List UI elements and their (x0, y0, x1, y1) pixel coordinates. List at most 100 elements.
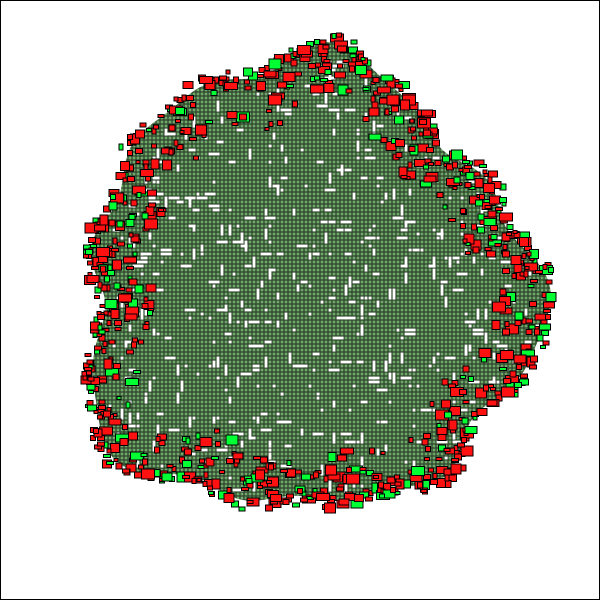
dead-cell (294, 71, 302, 77)
cluster-gap (316, 392, 320, 396)
cluster-gap (216, 140, 224, 144)
cluster-gap (188, 224, 196, 228)
dead-cell (93, 428, 99, 434)
dead-cell (292, 100, 298, 108)
cluster-gap (320, 220, 328, 224)
cluster-gap (188, 148, 196, 152)
cluster-gap (292, 272, 296, 280)
dead-cell (514, 320, 522, 326)
cluster-gap (208, 364, 212, 368)
cluster-gap (124, 340, 128, 348)
cluster-gap (348, 300, 356, 304)
dead-cell (483, 384, 489, 392)
dead-cell (408, 146, 416, 152)
cluster-gap (208, 152, 220, 156)
cluster-gap (144, 392, 148, 396)
dead-cell (448, 419, 458, 431)
dead-cell (268, 463, 274, 471)
cluster-gap (264, 320, 272, 324)
cluster-gap (268, 272, 272, 280)
active-cell (197, 465, 205, 469)
active-cell (107, 270, 115, 276)
active-cell (211, 456, 219, 460)
active-cell (182, 460, 192, 468)
dead-cell (118, 293, 132, 303)
dead-cell (218, 80, 224, 86)
cluster-gap (260, 252, 272, 256)
cluster-gap (312, 92, 320, 96)
dead-cell (194, 445, 202, 451)
dead-cell (530, 279, 538, 283)
cluster-gap (336, 228, 344, 232)
dead-cell (144, 218, 158, 230)
cluster-gap (212, 180, 216, 184)
cluster-gap (436, 232, 444, 236)
dead-cell (529, 301, 537, 307)
cluster-gap (376, 448, 380, 456)
cluster-gap (160, 248, 172, 252)
dead-cell (99, 214, 109, 226)
dead-cell (499, 288, 507, 296)
dead-cell (127, 150, 133, 156)
cluster-gap (224, 304, 228, 312)
active-cell (548, 267, 554, 273)
cluster-gap (248, 320, 260, 324)
dead-cell (337, 454, 347, 462)
active-cell (103, 454, 111, 458)
dead-cell (266, 480, 272, 484)
cluster-gap (276, 412, 280, 416)
cluster-gap (220, 224, 224, 236)
cluster-gap (252, 416, 256, 420)
cluster-gap (492, 376, 496, 384)
active-cell (132, 251, 138, 257)
dead-cell (173, 139, 179, 147)
cluster-gap (320, 464, 324, 476)
active-cell (444, 411, 452, 419)
cluster-gap (432, 268, 436, 280)
active-cell (125, 401, 131, 409)
cluster-gap (372, 360, 376, 372)
dead-cell (232, 452, 244, 460)
dead-cell (115, 462, 123, 470)
dead-cell (521, 253, 527, 259)
dead-cell (226, 111, 238, 119)
dead-cell (323, 59, 331, 63)
cluster-gap (452, 372, 456, 384)
active-cell (208, 491, 214, 495)
cluster-gap (372, 376, 376, 380)
dead-cell (486, 250, 496, 258)
cluster-gap (440, 280, 448, 284)
cluster-gap (140, 188, 152, 192)
cluster-gap (144, 396, 148, 404)
active-cell (545, 292, 557, 302)
dead-cell (86, 275, 100, 283)
cluster-gap (300, 428, 304, 436)
dead-cell (214, 428, 220, 434)
cluster-gap (248, 344, 256, 348)
cluster-gap (472, 224, 484, 228)
active-cell (499, 367, 507, 371)
dead-cell (110, 309, 120, 319)
cluster-gap (240, 372, 252, 376)
active-cell (195, 432, 201, 440)
cluster-gap (272, 132, 276, 140)
active-cell (465, 242, 471, 246)
cluster-gap (412, 408, 416, 412)
cluster-gap (280, 392, 284, 396)
cluster-gap (332, 432, 336, 444)
dead-cell (190, 102, 196, 108)
cluster-gap (400, 264, 408, 268)
dead-cell (171, 466, 177, 472)
cluster-gap (128, 368, 136, 372)
cluster-gap (336, 168, 344, 172)
cluster-gap (524, 340, 532, 344)
dead-cell (499, 212, 513, 222)
cluster-gap (412, 460, 416, 468)
cluster-gap (236, 128, 244, 132)
dead-cell (400, 99, 410, 111)
active-cell (490, 234, 498, 240)
dead-cell (506, 232, 512, 236)
dead-cell (473, 171, 481, 177)
cluster-gap (184, 132, 188, 140)
